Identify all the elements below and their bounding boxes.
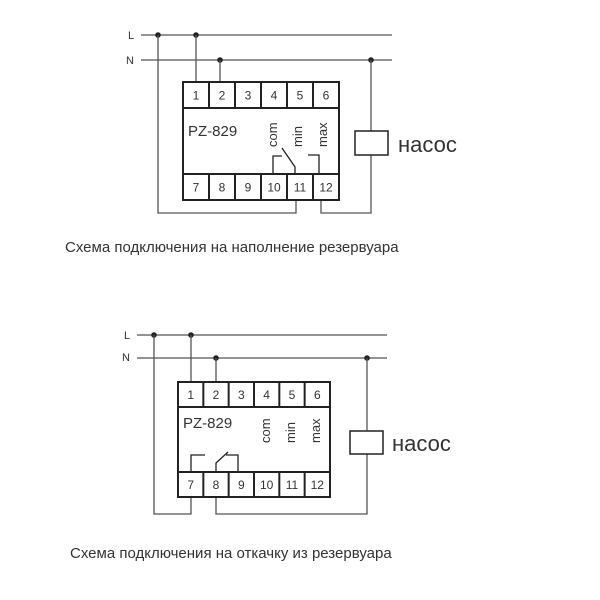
terminal-number: 5	[297, 89, 304, 103]
wire-12-to-pump	[320, 155, 372, 214]
terminal-number: 1	[187, 388, 194, 402]
junction-dots	[151, 332, 370, 361]
model-label: PZ-829	[183, 415, 232, 432]
contact-com: com	[265, 122, 280, 147]
terminal-number: 4	[263, 388, 270, 402]
terminal-number: 12	[319, 181, 333, 195]
terminal-number: 10	[267, 181, 281, 195]
pump-label: насос	[398, 132, 457, 157]
terminal-number: 4	[271, 89, 278, 103]
terminal-number: 12	[311, 478, 325, 492]
label-l: L	[124, 330, 130, 342]
model-label: PZ-829	[188, 123, 237, 140]
diagram-drain: L N насос 1 7 2 8 3 9 4 10 5 11 6 12 PZ-829 com min…	[70, 330, 451, 562]
wire-l-to-7	[153, 335, 192, 515]
terminal-number: 11	[286, 478, 299, 492]
pump-coil	[349, 430, 384, 455]
terminal-number: 9	[238, 478, 245, 492]
caption-drain: Схема подключения на откачку из резервуа…	[70, 545, 392, 562]
junction-dots	[155, 32, 374, 63]
terminal-number: 10	[260, 478, 274, 492]
terminal-number: 7	[187, 478, 194, 492]
label-l: L	[128, 30, 134, 42]
pump-label: насос	[392, 431, 451, 456]
terminal-number: 6	[314, 388, 321, 402]
label-n: N	[122, 352, 130, 364]
switch-contact	[215, 451, 229, 472]
terminal-number: 9	[245, 181, 252, 195]
contact-min: min	[290, 126, 305, 147]
wire-l-to-11	[157, 35, 297, 214]
terminal-number: 3	[245, 89, 252, 103]
wire-8-to-pump	[215, 454, 368, 515]
diagram-fill: L N насос 1 7 2 8 3 9 4 10 5 11 6 12 PZ-829 com min…	[65, 30, 457, 256]
contact-com: com	[258, 418, 273, 443]
terminal-number: 1	[193, 89, 200, 103]
terminal-number: 2	[213, 388, 220, 402]
relay-pz829: 1 7 2 8 3 9 4 10 5 11 6 12 PZ-829 com min max	[177, 381, 331, 498]
terminal-number: 6	[323, 89, 330, 103]
terminal-number: 3	[238, 388, 245, 402]
switch-contact	[281, 147, 296, 174]
terminal-number: 8	[219, 181, 226, 195]
terminal-number: 11	[294, 181, 307, 195]
terminal-number: 2	[219, 89, 226, 103]
caption-fill: Схема подключения на наполнение резервуа…	[65, 239, 399, 256]
relay-pz829: 1 7 2 8 3 9 4 10 5 11 6 12 PZ-829 com min max	[182, 81, 340, 201]
terminal-number: 8	[213, 478, 220, 492]
contact-min: min	[283, 422, 298, 443]
contact-max: max	[315, 122, 330, 147]
terminal-number: 7	[193, 181, 200, 195]
pump-coil	[354, 130, 389, 156]
terminal-number: 5	[289, 388, 296, 402]
contact-max: max	[308, 418, 323, 443]
label-n: N	[126, 55, 134, 67]
